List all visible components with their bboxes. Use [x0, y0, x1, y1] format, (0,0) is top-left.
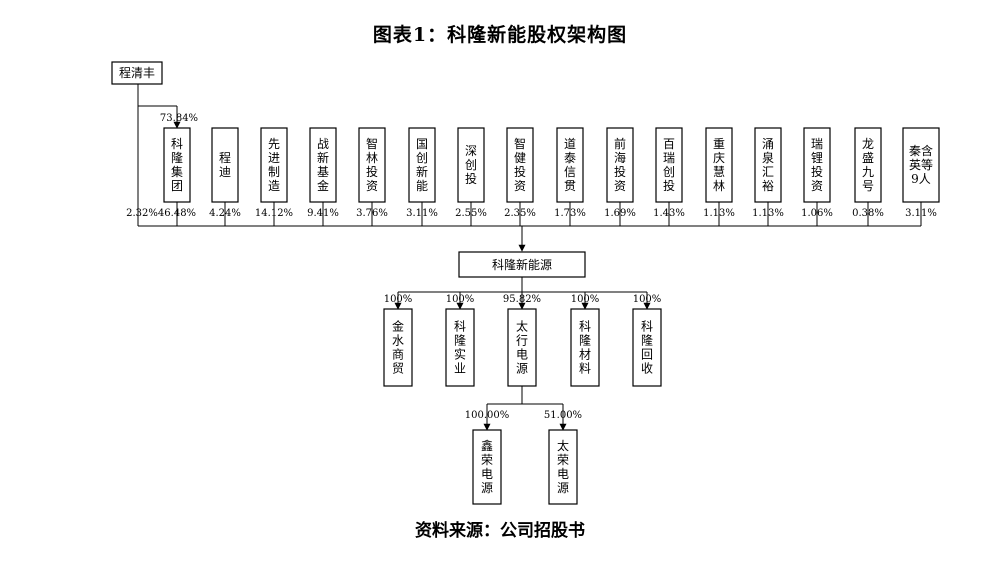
- subsidiary-box: [507, 308, 537, 387]
- shareholder-pct: 46.48%: [158, 208, 196, 219]
- shareholder-box: [408, 127, 436, 203]
- shareholder-box: [902, 127, 940, 203]
- shareholder-name: 深创投: [465, 144, 477, 186]
- shareholder-pct: 1.06%: [801, 208, 833, 219]
- subsidiary-pct: 100%: [633, 294, 662, 305]
- shareholder-box: [606, 127, 634, 203]
- subsidiary-pct: 95.82%: [503, 294, 541, 305]
- shareholder-pct: 0.38%: [852, 208, 884, 219]
- shareholder-pct: 3.11%: [905, 208, 937, 219]
- founder-name: 程清丰: [119, 65, 155, 80]
- sub-subsidiary-box: [472, 429, 502, 505]
- shareholder-pct: 1.73%: [554, 208, 586, 219]
- sub-subsidiary-pct: 100.00%: [465, 410, 510, 421]
- shareholder-pct: 2.35%: [504, 208, 536, 219]
- shareholder-box: [803, 127, 831, 203]
- sub-subsidiary-pct: 51.00%: [544, 410, 582, 421]
- shareholder-box: [556, 127, 584, 203]
- founder-box: [111, 61, 163, 85]
- shareholder-box: [655, 127, 683, 203]
- subsidiary-box: [632, 308, 662, 387]
- subsidiary-name: 科隆实业: [454, 320, 466, 376]
- sub-subsidiary-name: 太荣电源: [557, 438, 569, 495]
- shareholder-name: 程迪: [219, 150, 231, 179]
- shareholder-box: [506, 127, 534, 203]
- subsidiary-pct: 100%: [571, 294, 600, 305]
- subsidiary-pct: 100%: [384, 294, 413, 305]
- shareholder-box: [358, 127, 386, 203]
- shareholder-pct: 14.12%: [255, 208, 293, 219]
- shareholder-name: 龙盛九号: [862, 137, 874, 193]
- shareholder-pct: 3.76%: [356, 208, 388, 219]
- subsidiary-box: [445, 308, 475, 387]
- shareholder-pct: 2.55%: [455, 208, 487, 219]
- shareholder-pct: 3.11%: [406, 208, 438, 219]
- shareholder-name: 前海投资: [614, 136, 626, 193]
- subsidiary-name: 科隆回收: [641, 320, 653, 376]
- shareholder-name: 先进制造: [268, 137, 280, 193]
- subsidiary-name: 金水商贸: [392, 319, 404, 376]
- shareholder-box: [854, 127, 882, 203]
- shareholder-name: 智健投资: [514, 136, 526, 193]
- shareholder-name: 百瑞创投: [663, 137, 675, 193]
- shareholder-pct: 1.69%: [604, 208, 636, 219]
- shareholder-box: [457, 127, 485, 203]
- shareholder-box: [309, 127, 337, 203]
- shareholder-name: 重庆慧林: [713, 137, 725, 193]
- shareholder-name: 科隆集团: [171, 137, 183, 193]
- company-box: [458, 251, 586, 278]
- shareholder-box: [260, 127, 288, 203]
- founder-direct-pct: 2.32%: [126, 208, 158, 219]
- founder-group-pct: 73.84%: [160, 113, 198, 124]
- shareholder-pct: 4.24%: [209, 208, 241, 219]
- source-note: 资料来源：公司招股书: [415, 521, 585, 541]
- sub-subsidiary-box: [548, 429, 578, 505]
- diagram-title: 图表1：科隆新能股权架构图: [372, 24, 628, 46]
- shareholder-name: 涌泉汇裕: [762, 137, 774, 193]
- shareholder-pct: 1.43%: [653, 208, 685, 219]
- sub-subsidiary-name: 鑫荣电源: [481, 438, 493, 495]
- shareholder-name: 战新基金: [317, 137, 329, 193]
- shareholder-pct: 1.13%: [703, 208, 735, 219]
- shareholder-pct: 9.41%: [307, 208, 339, 219]
- subsidiary-name: 科隆材料: [579, 320, 591, 376]
- subsidiary-name: 太行电源: [516, 319, 528, 376]
- shareholder-name: 国创新能: [416, 137, 428, 193]
- shareholder-box: [163, 127, 191, 203]
- shareholder-name: 瑞锂投资: [811, 137, 823, 193]
- shareholder-name: 道泰信贯: [564, 137, 576, 193]
- shareholder-pct: 1.13%: [752, 208, 784, 219]
- shareholder-box: [211, 127, 239, 203]
- shareholder-name: 智林投资: [366, 136, 378, 193]
- subsidiary-box: [570, 308, 600, 387]
- subsidiary-box: [383, 308, 413, 387]
- shareholder-box: [754, 127, 782, 203]
- shareholder-box: [705, 127, 733, 203]
- subsidiary-pct: 100%: [446, 294, 475, 305]
- company-name: 科隆新能源: [492, 257, 552, 272]
